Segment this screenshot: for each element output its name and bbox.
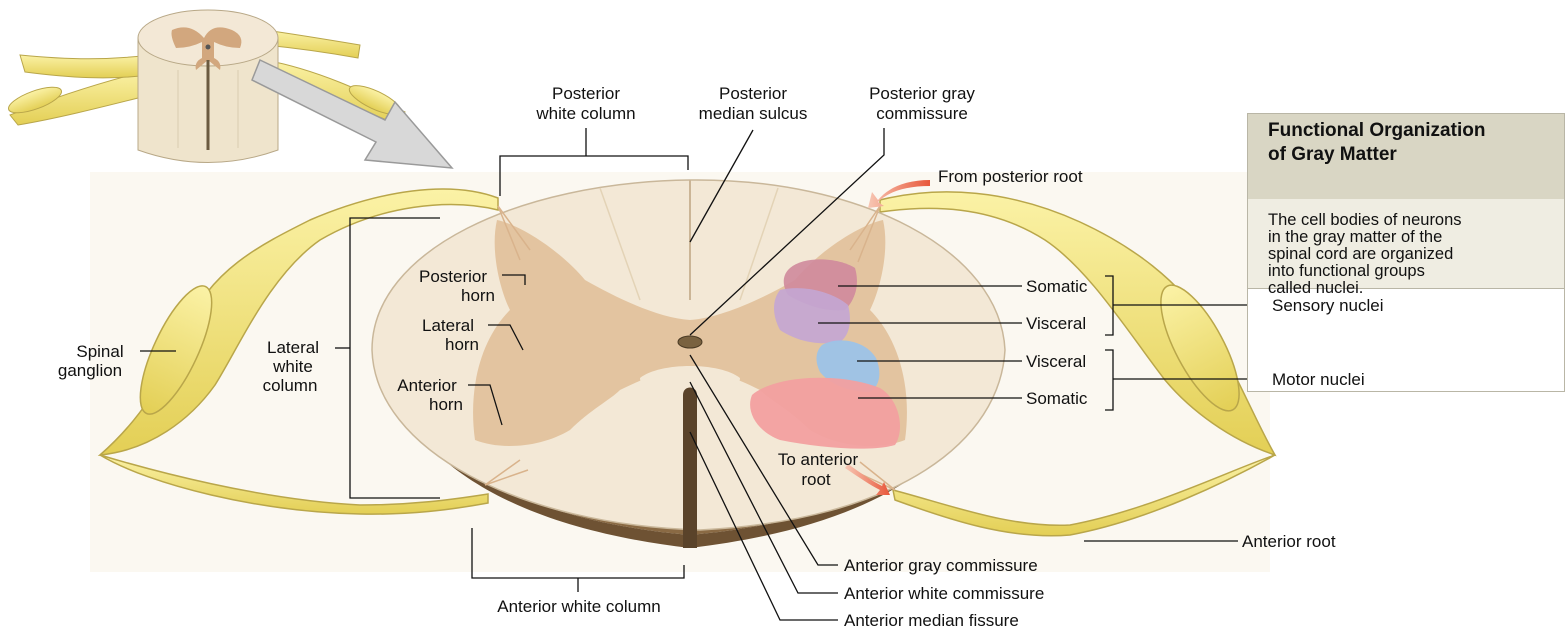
label-lateral-white-column-2: white	[272, 357, 313, 376]
label-visceral-motor: Visceral	[1026, 352, 1086, 371]
label-visceral-sensory: Visceral	[1026, 314, 1086, 333]
info-title-line-2: of Gray Matter	[1268, 143, 1564, 167]
label-posterior-horn-1: Posterior	[419, 267, 487, 286]
label-anterior-white-commissure: Anterior white commissure	[844, 584, 1044, 603]
info-title-line-1: Functional Organization	[1268, 119, 1564, 143]
label-posterior-median-sulcus-1: Posterior	[719, 84, 787, 103]
label-lateral-horn-2: horn	[445, 335, 479, 354]
label-posterior-gray-commissure-2: commissure	[876, 104, 968, 123]
label-posterior-median-sulcus-2: median sulcus	[699, 104, 808, 123]
label-posterior-horn-2: horn	[461, 286, 495, 305]
label-somatic-motor: Somatic	[1026, 389, 1088, 408]
label-anterior-root: Anterior root	[1242, 532, 1336, 551]
label-anterior-horn-1: Anterior	[397, 376, 457, 395]
info-box-description: The cell bodies of neurons in the gray m…	[1248, 199, 1564, 289]
label-lateral-white-column-1: Lateral	[267, 338, 319, 357]
info-desc-line-2: in the gray matter of the	[1268, 229, 1564, 246]
label-to-anterior-root-1: To anterior	[778, 450, 859, 469]
inset-spinal-cord	[6, 10, 405, 163]
info-desc-line-5: called nuclei.	[1268, 280, 1564, 297]
label-anterior-median-fissure: Anterior median fissure	[844, 611, 1019, 630]
info-desc-line-1: The cell bodies of neurons	[1268, 212, 1564, 229]
label-anterior-gray-commissure: Anterior gray commissure	[844, 556, 1038, 575]
label-posterior-white-column-1: Posterior	[552, 84, 620, 103]
zoom-arrow	[252, 60, 452, 168]
info-desc-line-3: spinal cord are organized	[1268, 246, 1564, 263]
label-anterior-white-column: Anterior white column	[497, 597, 660, 616]
label-motor-nuclei: Motor nuclei	[1272, 370, 1365, 390]
label-posterior-gray-commissure-1: Posterior gray	[869, 84, 975, 103]
label-posterior-white-column-2: white column	[535, 104, 635, 123]
label-spinal-ganglion-2: ganglion	[58, 361, 122, 380]
info-box-title: Functional Organization of Gray Matter	[1248, 114, 1564, 199]
label-sensory-nuclei: Sensory nuclei	[1272, 296, 1384, 316]
label-somatic-sensory: Somatic	[1026, 277, 1088, 296]
label-lateral-white-column-3: column	[263, 376, 318, 395]
label-spinal-ganglion-1: Spinal	[76, 342, 123, 361]
label-anterior-horn-2: horn	[429, 395, 463, 414]
functional-organization-box: Functional Organization of Gray Matter T…	[1247, 113, 1565, 392]
label-to-anterior-root-2: root	[801, 470, 831, 489]
label-lateral-horn-1: Lateral	[422, 316, 474, 335]
info-desc-line-4: into functional groups	[1268, 263, 1564, 280]
label-from-posterior-root: From posterior root	[938, 167, 1083, 186]
